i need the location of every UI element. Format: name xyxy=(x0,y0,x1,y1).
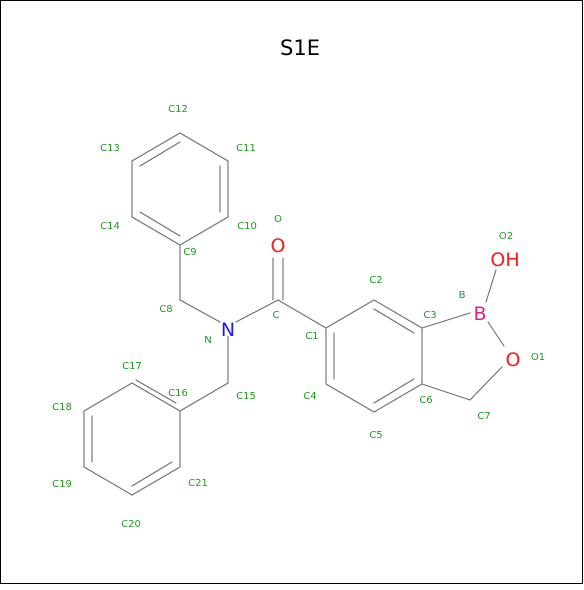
bond-c7-o1 xyxy=(469,366,503,401)
boron-atom: B xyxy=(473,303,486,325)
atom-label-c11: C11 xyxy=(236,143,256,154)
bond-n-c xyxy=(235,299,279,323)
bond-c16-c17 xyxy=(131,382,181,412)
atom-label-c10: C10 xyxy=(237,221,257,232)
ring-oxygen-atom: O xyxy=(506,349,521,371)
atom-label-c9: C9 xyxy=(183,247,196,258)
atom-label-c19: C19 xyxy=(52,479,72,490)
atom-label-c7: C7 xyxy=(477,411,490,422)
atom-labels: C12 C13 C11 C14 C10 C9 O C8 C N C1 C2 C3… xyxy=(52,104,545,530)
atom-label-c17: C17 xyxy=(122,361,142,372)
bond-c20-c21 xyxy=(131,466,181,496)
bond-c1-c2 xyxy=(325,299,375,329)
bond-c-c1 xyxy=(277,299,327,329)
atom-label-o: O xyxy=(274,214,282,225)
atom-label-o2: O2 xyxy=(499,231,513,242)
atom-label-c: C xyxy=(273,310,280,321)
nitrogen-atom: N xyxy=(221,319,235,341)
atom-label-c1: C1 xyxy=(305,331,318,342)
bond-c5-c4 xyxy=(325,383,375,413)
hydroxyl-group: OH xyxy=(490,249,519,271)
bond-c16-c17-inner xyxy=(135,379,177,404)
bonds xyxy=(83,132,505,496)
bond-c8-n xyxy=(179,299,221,323)
bond-c13-c12-inner xyxy=(139,141,181,167)
carbonyl-oxygen-atom: O xyxy=(271,235,286,257)
atom-label-c12: C12 xyxy=(168,104,188,115)
molecule-title: S1E xyxy=(280,36,320,60)
bond-c17-c18 xyxy=(83,382,133,412)
atom-label-c16: C16 xyxy=(168,388,188,399)
atom-label-c6: C6 xyxy=(419,395,432,406)
bond-c13-c12 xyxy=(131,132,181,162)
bond-c12-c11 xyxy=(179,132,229,162)
atom-label-c5: C5 xyxy=(369,430,382,441)
atom-label-c21: C21 xyxy=(188,478,208,489)
bond-c9-c14 xyxy=(131,216,181,246)
atom-label-c4: C4 xyxy=(303,391,316,402)
atom-label-b: B xyxy=(459,290,466,301)
bond-c15-c16 xyxy=(179,382,229,412)
bond-c19-c20 xyxy=(83,466,133,496)
bond-c6-c5 xyxy=(373,383,423,413)
atom-label-c18: C18 xyxy=(52,402,72,413)
atom-label-o1: O1 xyxy=(531,352,545,363)
atom-label-c15: C15 xyxy=(236,391,256,402)
atom-label-c2: C2 xyxy=(369,275,382,286)
bond-c2-c3-inner xyxy=(373,308,415,334)
bond-c6-c5-inner xyxy=(373,378,415,404)
bond-b-o2 xyxy=(485,269,497,303)
atom-label-c13: C13 xyxy=(100,143,120,154)
atom-label-c3: C3 xyxy=(423,310,436,321)
bond-c2-c3 xyxy=(373,299,423,329)
atom-label-c8: C8 xyxy=(159,304,172,315)
hetero-atoms: N O B O OH xyxy=(221,235,521,371)
bond-b-o1 xyxy=(487,321,505,347)
bond-c6-c7 xyxy=(421,383,471,401)
bond-c3-b xyxy=(421,312,471,329)
bond-c20-c21-inner xyxy=(131,461,173,487)
bond-c9-c14-inner xyxy=(139,211,181,237)
atom-label-c20: C20 xyxy=(121,519,141,530)
atom-label-c14: C14 xyxy=(100,221,120,232)
atom-label-n: N xyxy=(204,335,211,346)
bond-c10-c9 xyxy=(179,216,229,246)
